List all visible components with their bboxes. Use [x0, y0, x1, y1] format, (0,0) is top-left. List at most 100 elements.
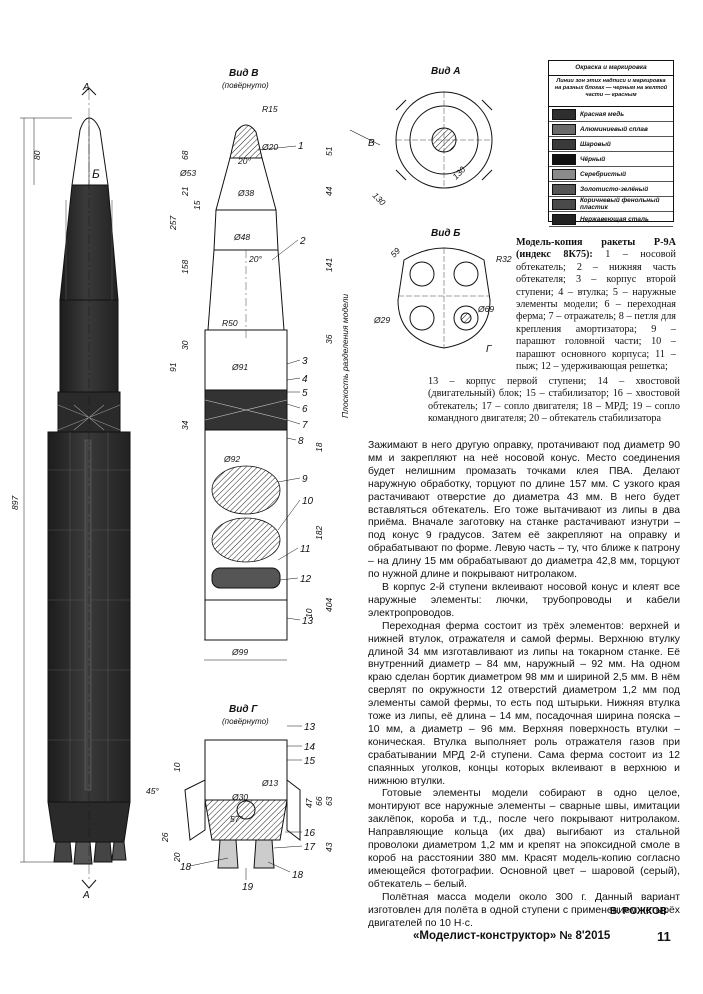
callout-12: 12	[300, 574, 312, 585]
author-name: В. РОЖКОВ	[609, 906, 667, 917]
legend-swatch	[552, 153, 576, 165]
legend-row: Нержавеющая сталь	[549, 212, 673, 227]
legend-row: Чёрный	[549, 152, 673, 167]
legend-row: Золотисто-зелёный	[549, 182, 673, 197]
dim-h63: 63	[324, 796, 334, 806]
dim-h10: 10	[304, 608, 314, 618]
caption-title: Модель-копия ракеты Р-9А (индекс 8К75):	[516, 237, 676, 261]
callout-4: 4	[302, 374, 308, 385]
section-drawing	[204, 124, 288, 661]
dim-d38: Ø38	[237, 188, 254, 198]
rocket-side-view	[20, 87, 131, 889]
dim-h44: 44	[324, 186, 334, 196]
dim-d30: Ø30	[231, 792, 248, 802]
dim-h47: 47	[304, 798, 314, 808]
legend-swatch	[552, 138, 576, 150]
dim-h20: 20	[172, 852, 182, 863]
dim-h43: 43	[324, 842, 334, 852]
legend-label: Нержавеющая сталь	[580, 215, 649, 223]
callout-18b: 18	[180, 862, 192, 873]
paragraph-1: Зажимают в него другую оправку, протачив…	[368, 440, 680, 581]
dim-h21: 21	[180, 186, 190, 197]
figure-caption-continued: 13 – корпус первой ступени; 14 – хвостов…	[428, 376, 680, 426]
dim-a20b: 20°	[248, 254, 262, 264]
dim-h34: 34	[180, 420, 190, 430]
dim-a57: 57°	[230, 814, 243, 824]
dim-d13: Ø13	[261, 778, 278, 788]
callout-13: 13	[302, 616, 314, 627]
section-b-mark: Б	[92, 167, 100, 181]
paragraph-3: Переходная ферма состоит из трёх элемент…	[368, 620, 680, 787]
legend-swatch	[552, 108, 576, 120]
dim-a45: 45°	[146, 786, 159, 796]
callout-19: 19	[242, 882, 254, 893]
section-a-mark-top: A	[82, 82, 90, 93]
view-a-label: Вид А	[431, 66, 461, 77]
dim-h141: 141	[324, 258, 334, 272]
view-v-sublabel: (повёрнуто)	[222, 81, 269, 90]
callout-13b: 13	[304, 722, 316, 733]
dim-h182: 182	[314, 526, 324, 540]
view-b-label: Вид Б	[431, 228, 460, 239]
dim-h15: 15	[192, 200, 202, 210]
dim-d59: 59	[388, 245, 402, 259]
dim-d92: Ø92	[223, 454, 240, 464]
dim-a20: 20°	[237, 156, 251, 166]
dim-d91: Ø91	[231, 362, 248, 372]
callout-2: 2	[299, 236, 306, 247]
dim-h18: 18	[314, 442, 324, 452]
caption-text-2: 13 – корпус первой ступени; 14 – хвостов…	[428, 376, 680, 425]
dim-d99: Ø99	[231, 647, 248, 657]
callout-17: 17	[304, 842, 316, 853]
view-g-label: Вид Г	[229, 704, 258, 715]
paragraph-4: Готовые элементы модели собирают в одно …	[368, 788, 680, 890]
view-g-sublabel: (повёрнуто)	[222, 717, 269, 726]
callout-7: 7	[302, 420, 308, 431]
dim-h10b: 10	[172, 762, 182, 772]
view-a-drawing	[349, 91, 493, 189]
callout-8: 8	[298, 436, 304, 447]
section-v-mark: В	[368, 138, 375, 149]
legend-label: Алюминиевый сплав	[580, 125, 648, 133]
callout-14: 14	[304, 742, 316, 753]
dim-r50: R50	[222, 318, 238, 328]
callout-1: 1	[298, 141, 304, 152]
dim-d20: Ø20	[261, 142, 278, 152]
magazine-footer: «Моделист-конструктор» № 8'2015	[413, 930, 611, 942]
legend-label: Шаровый	[580, 140, 611, 148]
dim-h80: 80	[32, 150, 42, 160]
callout-11: 11	[300, 544, 310, 555]
dim-h36: 36	[324, 334, 334, 344]
paragraph-5: Полётная масса модели около 300 г. Данны…	[368, 891, 680, 929]
dim-h91: 91	[168, 362, 178, 372]
legend-note: Линии зон этих надписи и маркировка на р…	[549, 76, 673, 107]
view-v-label: Вид В	[229, 68, 259, 79]
article-body: Зажимают в него другую оправку, протачив…	[368, 440, 680, 930]
legend-row: Коричневый фенольный пластик	[549, 197, 673, 212]
legend-label: Коричневый фенольный пластик	[580, 197, 660, 211]
dim-h26: 26	[160, 832, 170, 843]
dim-h30: 30	[180, 340, 190, 350]
dim-h404: 404	[324, 598, 334, 612]
dim-d53: Ø53	[179, 168, 196, 178]
dim-r32: R32	[496, 254, 512, 264]
dim-h158: 158	[180, 260, 190, 274]
dim-d130a: 130	[371, 190, 388, 207]
callout-9: 9	[302, 474, 308, 485]
legend-swatch	[552, 123, 576, 135]
legend-swatch	[552, 198, 576, 210]
legend-row: Красная медь	[549, 107, 673, 122]
dim-h68: 68	[180, 150, 190, 160]
callout-10: 10	[302, 496, 314, 507]
dim-d29: Ø29	[373, 315, 390, 325]
legend-row: Шаровый	[549, 137, 673, 152]
legend-label: Серебристый	[580, 170, 627, 178]
caption-text-1: 1 – носовой обтекатель; 2 – нижняя часть…	[516, 249, 677, 373]
dim-h897: 897	[10, 496, 20, 510]
legend-label: Красная медь	[580, 110, 624, 118]
color-legend: Окраска и маркировка Линии зон этих надп…	[548, 60, 674, 227]
callout-3: 3	[302, 356, 308, 367]
dim-r15: R15	[262, 104, 278, 114]
